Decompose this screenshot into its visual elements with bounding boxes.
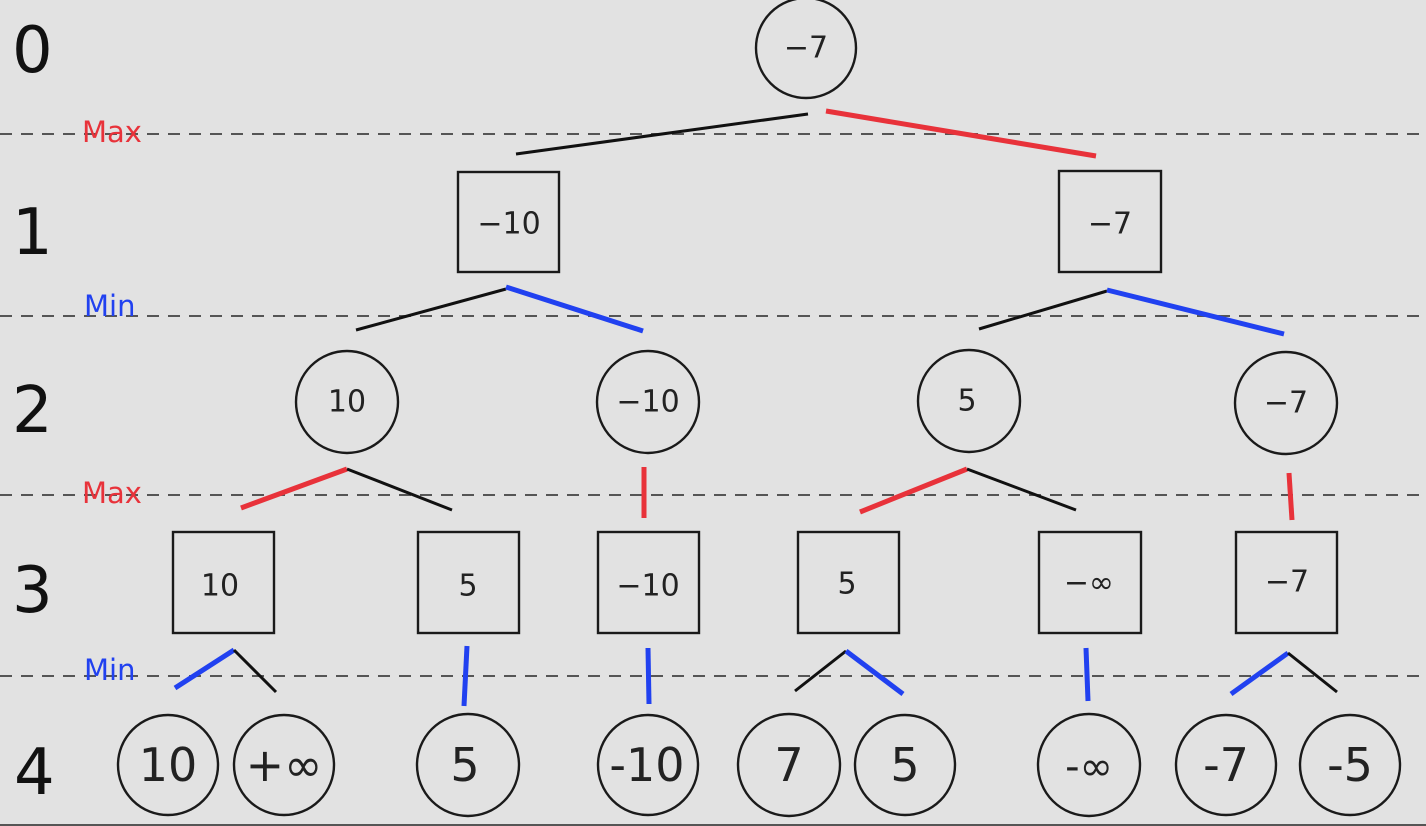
leaf-node-3 bbox=[415, 712, 521, 818]
leaf-node-4 bbox=[596, 713, 700, 817]
leaf-node-7 bbox=[1036, 712, 1142, 818]
depth-label-1: 1 bbox=[12, 196, 53, 270]
edge-l2a-l3b bbox=[346, 467, 453, 512]
max-node-l2-3-value: 5 bbox=[957, 384, 976, 419]
leaf-node-5-value: 7 bbox=[774, 738, 803, 792]
max-node-l2-4 bbox=[1233, 350, 1339, 456]
edge-l1a-l2a bbox=[355, 287, 507, 332]
edge-l2c-l3e bbox=[966, 467, 1077, 512]
leaf-node-9 bbox=[1298, 713, 1402, 817]
ply-label-max-1: Max bbox=[82, 115, 142, 149]
edge-l2a-l3a bbox=[240, 466, 348, 511]
min-node-l3-6 bbox=[1234, 530, 1339, 635]
leaf-node-6-value: 5 bbox=[890, 738, 919, 792]
depth-label-3: 3 bbox=[12, 554, 53, 628]
max-node-l2-2 bbox=[595, 349, 701, 455]
min-node-l1-1-value: −10 bbox=[477, 207, 540, 242]
edge-l3d-leaf6 bbox=[844, 649, 905, 696]
ply-label-min-1: Min bbox=[84, 289, 135, 323]
min-node-l3-4 bbox=[796, 530, 901, 635]
depth-label-0: 0 bbox=[12, 14, 53, 88]
min-node-l3-3 bbox=[596, 530, 701, 635]
min-node-l3-2 bbox=[416, 530, 521, 635]
edge-root-l1-right bbox=[825, 108, 1097, 159]
max-node-l2-4-value: −7 bbox=[1264, 386, 1308, 421]
min-node-l1-2-value: −7 bbox=[1088, 207, 1132, 242]
leaf-node-8 bbox=[1174, 713, 1278, 817]
min-node-l3-1-value: 10 bbox=[201, 569, 239, 604]
leaf-node-1 bbox=[116, 713, 220, 817]
depth-label-2: 2 bbox=[12, 374, 53, 448]
leaf-node-2-value: +∞ bbox=[246, 738, 323, 792]
leaf-node-4-value: -10 bbox=[609, 738, 684, 792]
ply-label-max-2: Max bbox=[82, 476, 142, 510]
min-node-l3-5-value: −∞ bbox=[1064, 566, 1114, 601]
leaf-node-3-value: 5 bbox=[450, 738, 479, 792]
edge-l2c-l3d bbox=[859, 466, 968, 515]
depth-label-4: 4 bbox=[14, 736, 55, 810]
root-node bbox=[754, 0, 858, 100]
edge-l3a-leaf1 bbox=[173, 647, 236, 691]
edge-l3c-leaf4 bbox=[645, 647, 652, 705]
leaf-node-9-value: -5 bbox=[1327, 738, 1373, 792]
edge-l3b-leaf3 bbox=[461, 645, 470, 707]
min-node-l3-6-value: −7 bbox=[1265, 565, 1309, 600]
edge-l3a-leaf2 bbox=[232, 648, 278, 694]
leaf-node-8-value: -7 bbox=[1203, 738, 1249, 792]
edge-l1b-l2d bbox=[1106, 287, 1285, 337]
edge-l1b-l2c bbox=[978, 289, 1108, 331]
leaf-node-7-value: -∞ bbox=[1065, 744, 1113, 790]
edge-l1a-l2b bbox=[505, 284, 644, 334]
leaf-node-2 bbox=[232, 713, 336, 817]
min-node-l1-1 bbox=[456, 170, 561, 274]
edge-l2d-l3f bbox=[1286, 472, 1295, 521]
root-node-value: −7 bbox=[784, 31, 828, 66]
max-node-l2-1-value: 10 bbox=[328, 385, 366, 420]
leaf-node-5 bbox=[736, 712, 842, 818]
edge-l3f-leaf8 bbox=[1229, 650, 1290, 697]
edge-root-l1-left bbox=[515, 112, 809, 156]
edge-l3f-leaf9 bbox=[1287, 651, 1338, 694]
max-node-l2-3 bbox=[916, 348, 1022, 454]
leaf-node-1-value: 10 bbox=[139, 738, 198, 792]
min-node-l3-3-value: −10 bbox=[616, 569, 679, 604]
edge-l3e-leaf7 bbox=[1083, 647, 1091, 702]
max-node-l2-2-value: −10 bbox=[616, 385, 679, 420]
min-node-l1-2 bbox=[1057, 169, 1163, 274]
ply-label-min-2: Min bbox=[84, 653, 135, 687]
leaf-node-6 bbox=[853, 713, 957, 817]
edge-l3d-leaf5 bbox=[794, 649, 847, 693]
min-node-l3-1 bbox=[171, 530, 276, 635]
min-node-l3-2-value: 5 bbox=[458, 569, 477, 604]
min-node-l3-5 bbox=[1037, 530, 1143, 635]
min-node-l3-4-value: 5 bbox=[837, 567, 856, 602]
max-node-l2-1 bbox=[294, 349, 400, 455]
